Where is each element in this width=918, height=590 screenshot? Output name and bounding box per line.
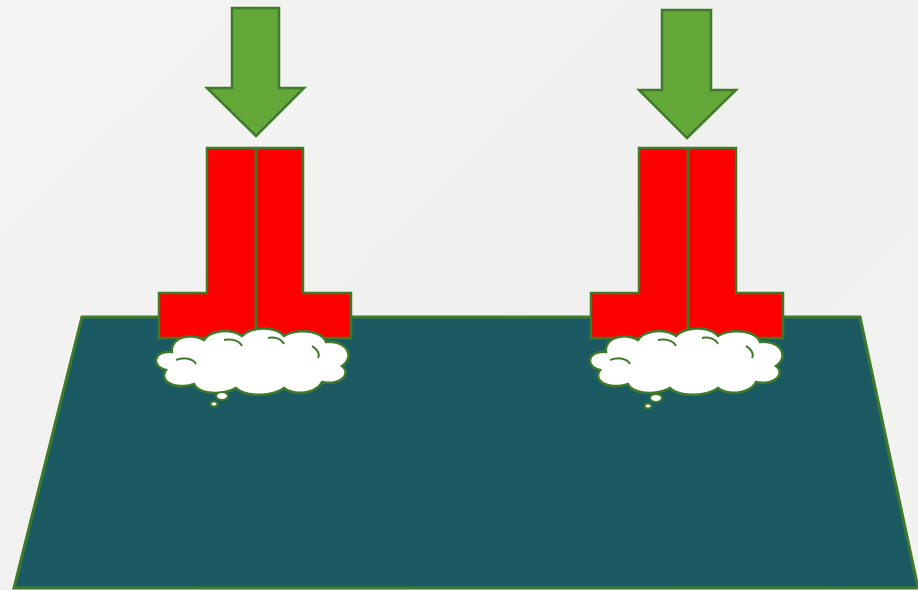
right-column-right-half — [688, 148, 783, 338]
right-column-left-half — [591, 148, 688, 338]
left-column-right-half — [256, 148, 351, 338]
left-assembly — [156, 8, 351, 407]
right-down-arrow-icon — [639, 10, 736, 138]
right-assembly — [590, 10, 783, 409]
left-down-arrow-icon — [207, 8, 304, 136]
left-column-left-half — [159, 148, 256, 338]
